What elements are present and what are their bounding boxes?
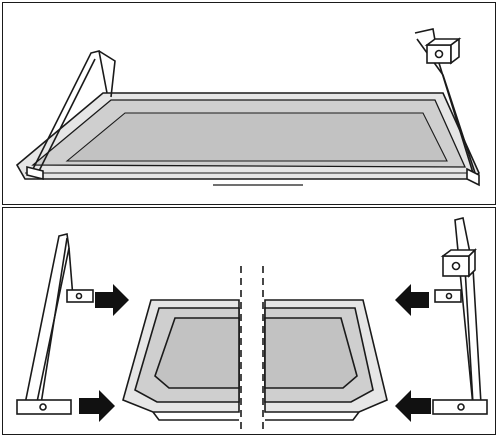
right-rail-assembled [414,28,480,187]
arrow-left-icon [395,284,429,316]
left-rail-assembled [26,50,116,181]
exploded-drawing [16,217,488,430]
exploded-panel [2,207,496,435]
arrow-right-icon [95,284,129,316]
tray-floor [65,112,448,162]
arrow-left-icon [395,390,431,422]
baking-tray-left [122,299,240,421]
right-rail [432,217,488,415]
assembled-panel [2,2,496,205]
arrow-right-icon [79,390,115,422]
left-rail [16,233,94,415]
baking-tray-right [264,299,388,421]
assembled-drawing [15,28,480,187]
